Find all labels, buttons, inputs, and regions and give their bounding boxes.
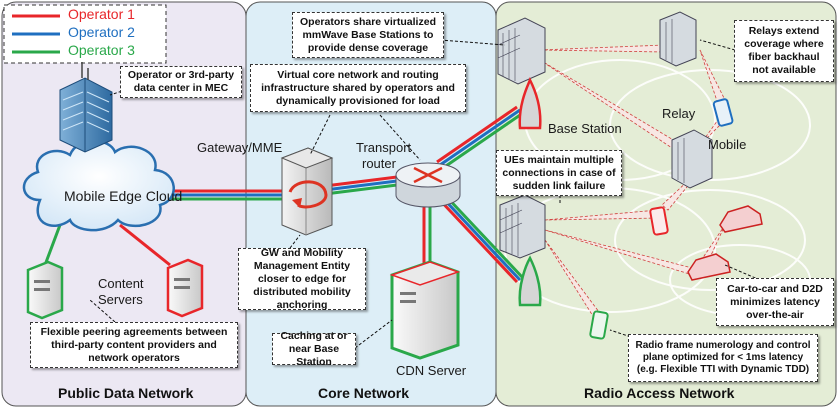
car-to-car-callout: Car-to-car and D2D minimizes latency ove…	[716, 278, 834, 326]
legend-operator-2: Operator 2	[68, 24, 135, 40]
caching-callout: Caching at or near Base Station	[272, 330, 356, 368]
shared-base-station-callout: Operators share virtualized mmWave Base …	[292, 12, 444, 58]
cdn-server-label: CDN Server	[396, 363, 467, 378]
cdn-server-icon	[389, 260, 461, 360]
mobile-label: Mobile	[708, 137, 747, 152]
virtual-core-callout: Virtual core network and routing infrast…	[250, 64, 466, 112]
transport-router-label-1: Transport	[356, 140, 412, 155]
relays-callout: Relays extend coverage where fiber backh…	[734, 20, 834, 82]
antenna-icon	[518, 76, 542, 307]
backbone-links	[43, 105, 525, 284]
gateway-mme-label: Gateway/MME	[197, 140, 283, 155]
phone-icon	[712, 98, 734, 127]
peering-callout: Flexible peering agreements between thir…	[30, 322, 238, 368]
core-network-title: Core Network	[318, 385, 410, 401]
antenna-panel-icon	[671, 129, 713, 189]
radio-access-network-title: Radio Access Network	[584, 385, 735, 401]
transport-router-label-2: router	[362, 156, 396, 171]
gateway-icon	[280, 147, 334, 236]
data-center-callout: Operator or 3rd-party data center in MEC	[120, 66, 242, 98]
content-servers-label-2: Servers	[98, 292, 143, 307]
public-data-network-title: Public Data Network	[58, 385, 194, 401]
phone-icon	[649, 206, 669, 236]
phone-icon	[589, 310, 609, 340]
legend-operator-1: Operator 1	[68, 6, 135, 22]
antenna-panel-icon	[499, 194, 546, 259]
server-icon	[166, 258, 204, 318]
cloud-icon	[22, 139, 175, 232]
radio-frame-callout: Radio frame numerology and control plane…	[628, 334, 818, 382]
content-servers-label-1: Content	[98, 276, 144, 291]
router-icon	[395, 162, 461, 208]
antenna-panel-icon	[659, 11, 697, 67]
car-icon	[687, 253, 731, 281]
server-icon	[26, 260, 64, 320]
gw-mme-callout: GW and Mobility Management Entity closer…	[238, 247, 366, 311]
antenna-panel-icon	[497, 17, 546, 85]
car-icon	[719, 205, 763, 233]
mobile-edge-cloud-label: Mobile Edge Cloud	[64, 188, 183, 204]
legend-operator-3: Operator 3	[68, 42, 135, 58]
ues-callout: UEs maintain multiple connections in cas…	[496, 150, 622, 196]
base-station-label: Base Station	[548, 121, 622, 136]
building-icon	[59, 62, 113, 153]
relay-label: Relay	[662, 106, 696, 121]
